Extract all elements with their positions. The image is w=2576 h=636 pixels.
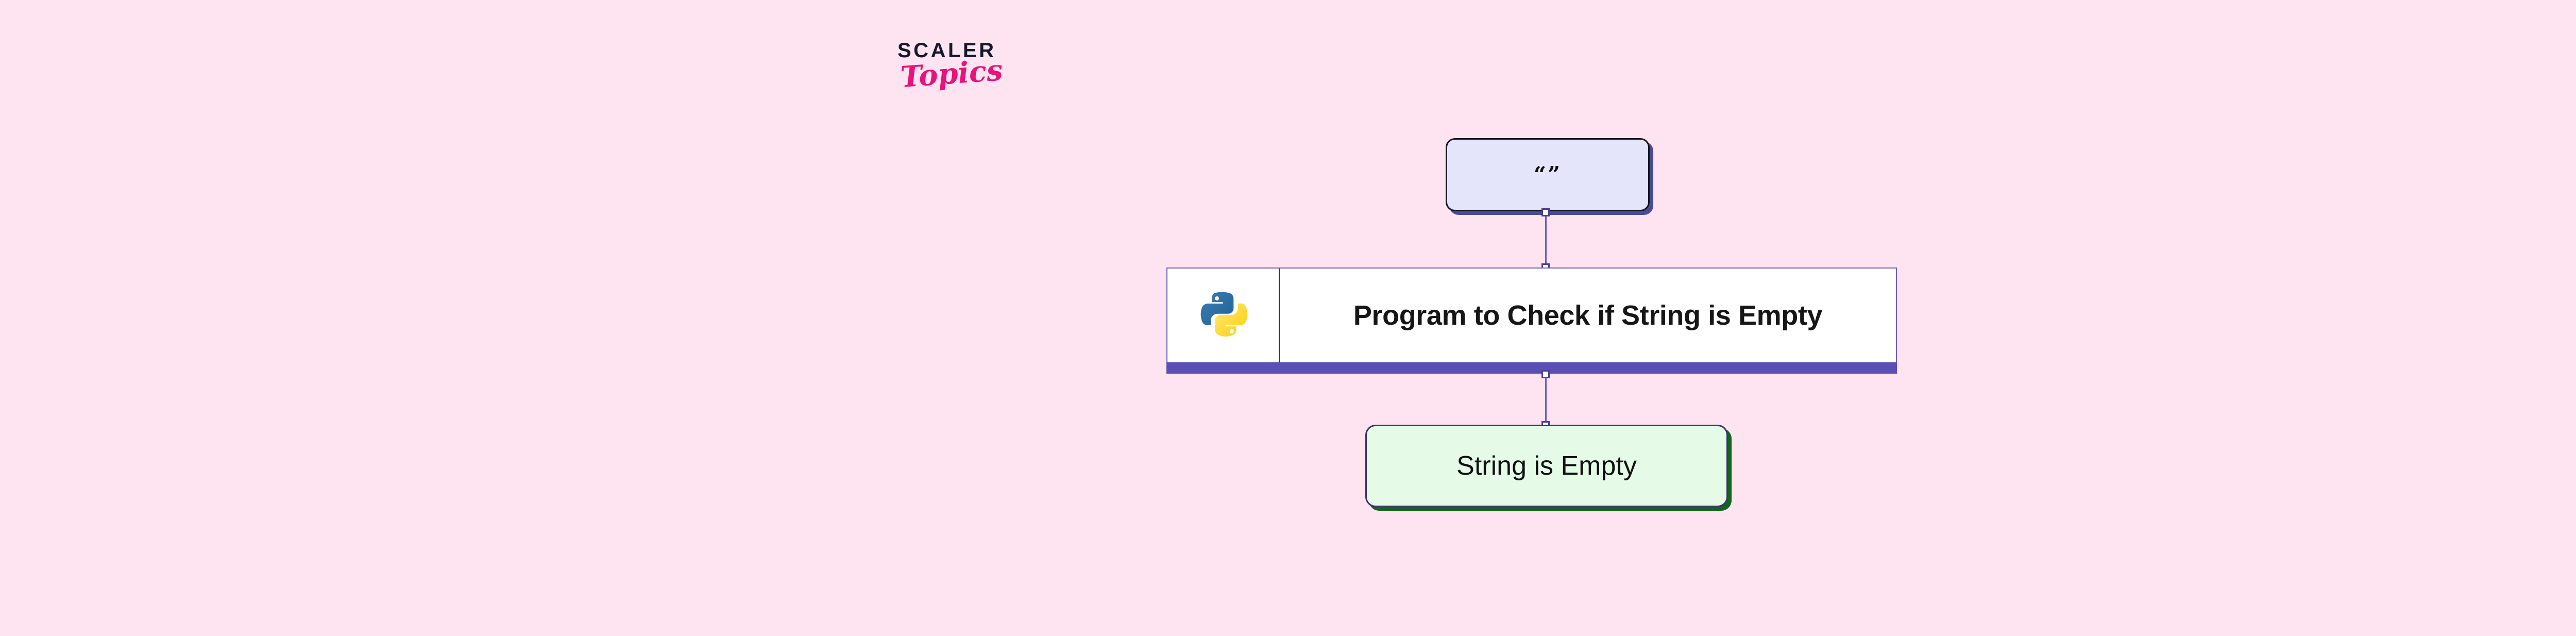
title-text-cell: Program to Check if String is Empty xyxy=(1280,269,1896,362)
scaler-topics-logo: SCALER Topics xyxy=(897,40,1052,133)
node-title-card: Program to Check if String is Empty xyxy=(1166,267,1897,363)
brand-tagline: Topics xyxy=(899,53,1004,94)
connector-process-to-output xyxy=(1545,373,1547,427)
python-logo-cell xyxy=(1167,269,1280,362)
python-logo-icon xyxy=(1200,292,1248,337)
connector-handle-top-start[interactable] xyxy=(1541,208,1550,216)
title-card-inner: Program to Check if String is Empty xyxy=(1167,269,1896,362)
node-empty-string-input: “” xyxy=(1446,138,1650,211)
empty-string-quotes-label: “” xyxy=(1533,162,1562,187)
title-card-accent-bar xyxy=(1166,362,1897,374)
node-result-output: String is Empty xyxy=(1365,425,1728,507)
connector-input-to-process xyxy=(1545,211,1547,269)
page-title: Program to Check if String is Empty xyxy=(1353,300,1823,331)
result-label: String is Empty xyxy=(1456,451,1637,481)
brand-wordmark: SCALER xyxy=(897,39,996,62)
connector-handle-bottom-start[interactable] xyxy=(1541,370,1550,378)
